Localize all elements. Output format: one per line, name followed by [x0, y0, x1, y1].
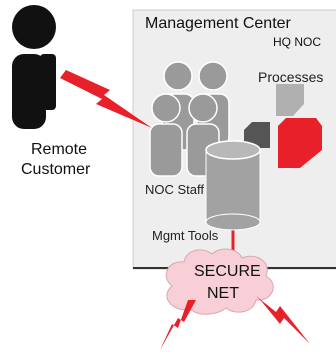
- lightning-down-left-icon: [160, 300, 196, 350]
- processes-icon: [244, 84, 322, 168]
- processes-label: Processes: [258, 69, 324, 85]
- noc-staff-label: NOC Staff: [145, 182, 205, 197]
- customer-label: Customer: [21, 161, 91, 178]
- secure-net-label-line2: NET: [207, 285, 239, 302]
- secure-net-label-line1: SECURE: [194, 263, 261, 280]
- remote-label: Remote: [31, 141, 88, 158]
- database-icon: [205, 140, 261, 258]
- lightning-down-right-icon: [256, 296, 310, 344]
- hq-noc-subtitle: HQ NOC: [273, 35, 321, 49]
- remote-customer-icon: [12, 5, 56, 129]
- lightning-link-customer-icon: [60, 70, 152, 128]
- mgmt-tools-label: Mgmt Tools: [152, 228, 219, 243]
- management-center-title: Management Center: [145, 15, 291, 32]
- secure-net-cloud-icon: [165, 248, 274, 315]
